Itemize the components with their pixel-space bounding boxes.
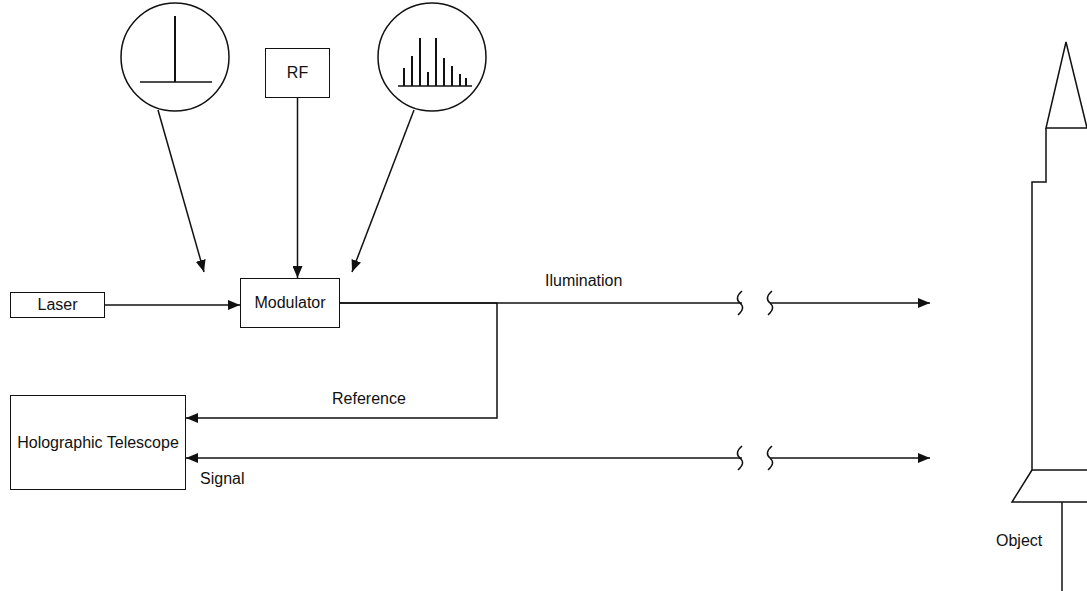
- edge-label: Reference: [330, 390, 408, 408]
- connector: [186, 457, 930, 459]
- edge-label: Signal: [198, 470, 246, 488]
- rocket-outline: [1012, 42, 1087, 591]
- laser-box: Laser: [10, 292, 105, 318]
- spectrum-single: [121, 3, 229, 111]
- node-label: Laser: [37, 295, 77, 315]
- connector: [105, 304, 240, 306]
- node-label: Holographic Telescope: [17, 433, 179, 453]
- rf-source-box: RF: [265, 48, 330, 98]
- spectrum-sidebands: [378, 3, 486, 111]
- node-label: Object: [996, 531, 1042, 551]
- telescope-box: Holographic Telescope: [10, 395, 186, 490]
- edge-label: Ilumination: [543, 272, 624, 290]
- break-mark: [737, 291, 772, 470]
- object-target: Object: [930, 40, 1087, 591]
- node-label: Modulator: [254, 293, 325, 313]
- node-label: RF: [287, 63, 308, 83]
- modulator-box: Modulator: [240, 278, 340, 328]
- pointer-arrow: [158, 110, 414, 272]
- connector: [186, 303, 497, 418]
- connector: [297, 98, 299, 278]
